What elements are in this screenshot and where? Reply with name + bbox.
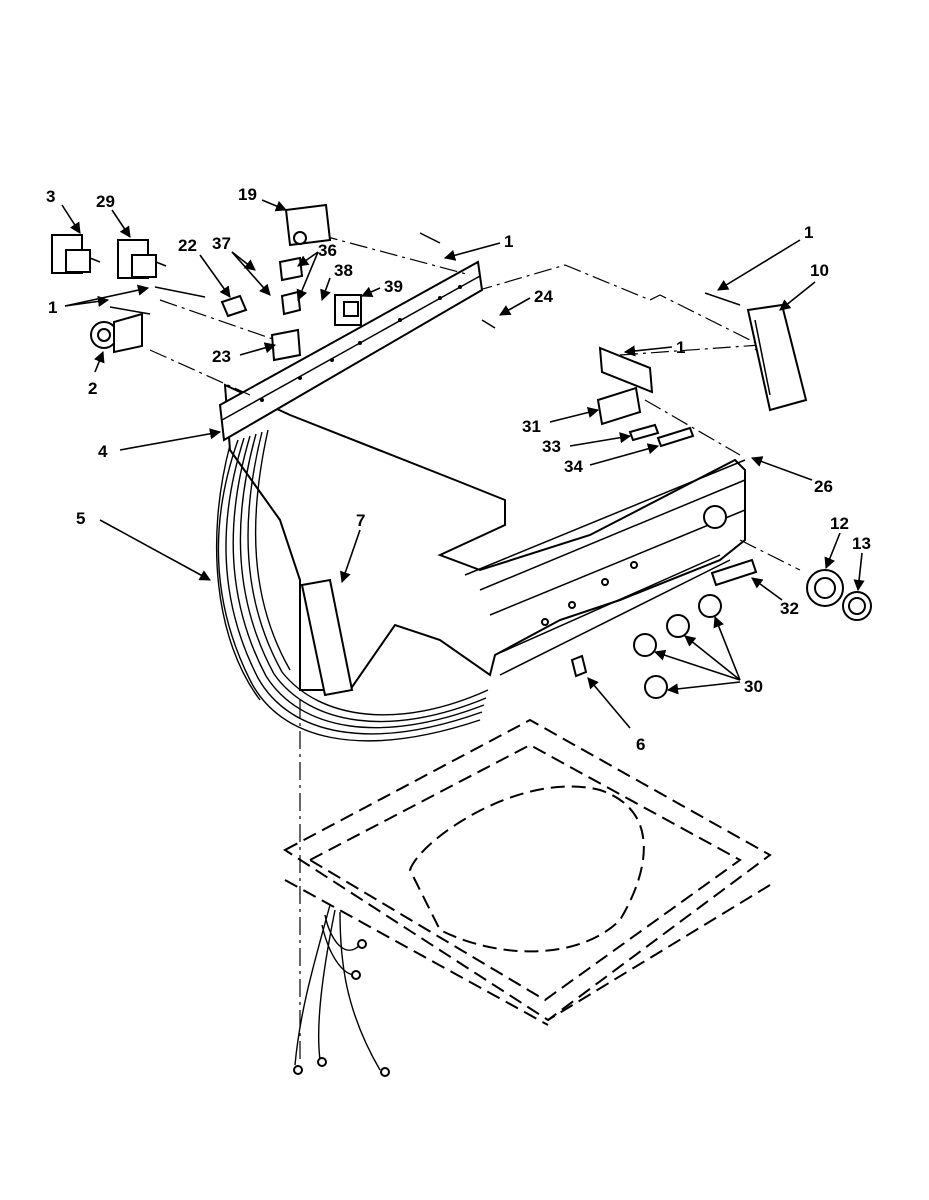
part-22-clip (220, 294, 248, 318)
screw-4 (481, 319, 496, 329)
callout-5: 5 (76, 509, 85, 528)
callout-7: 7 (356, 511, 365, 530)
mount-line-a (149, 349, 251, 396)
part-3-switch (51, 234, 101, 274)
part-34-lens (656, 426, 695, 448)
callout-labels: 3 29 19 1 1 10 22 37 36 38 39 24 1 1 23 … (46, 185, 871, 754)
callout-30: 30 (744, 677, 763, 696)
callout-39: 39 (384, 277, 403, 296)
callout-22: 22 (178, 236, 197, 255)
mount-line-e (644, 399, 741, 456)
part-39-switch (334, 294, 362, 326)
part-12-knob (806, 569, 844, 607)
part-33-insert (628, 423, 660, 442)
callout-6: 6 (636, 735, 645, 754)
part-30-knobs (633, 594, 722, 699)
screw-2 (154, 286, 206, 298)
callout-37: 37 (212, 234, 231, 253)
console-body (223, 383, 746, 691)
callout-31: 31 (522, 417, 541, 436)
mount-line-b (159, 299, 291, 346)
part-13-knob-cap (842, 591, 872, 621)
mount-line-c (319, 234, 471, 276)
callout-34: 34 (564, 457, 583, 476)
lower-wire-leads (293, 904, 390, 1077)
callout-23: 23 (212, 347, 231, 366)
part-10-board (746, 303, 808, 412)
cover-outline (444, 264, 762, 351)
part-23-connector (270, 328, 302, 362)
callout-1-b: 1 (804, 223, 813, 242)
wire-harness (215, 429, 489, 742)
part-36-plug (278, 256, 304, 282)
callout-4: 4 (98, 442, 108, 461)
callout-24: 24 (534, 287, 553, 306)
callout-32: 32 (780, 599, 799, 618)
callout-1-a: 1 (504, 232, 513, 251)
callout-1-d: 1 (676, 338, 685, 357)
part-32-lens (710, 558, 758, 587)
mount-line-f (739, 539, 801, 571)
part-29-switch (117, 239, 167, 279)
control-bracket (218, 260, 484, 442)
part-6-screw (570, 654, 588, 678)
screw-5 (704, 292, 741, 306)
cabinet-top-outline (283, 718, 772, 1026)
callout-38: 38 (334, 261, 353, 280)
part-7-panel (300, 578, 354, 697)
callout-19: 19 (238, 185, 257, 204)
part-37-plug (280, 290, 302, 316)
screw-3 (109, 306, 151, 315)
mount-line-d (619, 344, 761, 356)
screw-1 (419, 232, 441, 244)
callout-10: 10 (810, 261, 829, 280)
callout-2: 2 (88, 379, 97, 398)
callout-33: 33 (542, 437, 561, 456)
callout-1-c: 1 (48, 298, 57, 317)
callout-29: 29 (96, 192, 115, 211)
callout-26: 26 (814, 477, 833, 496)
part-31-bracket (596, 346, 654, 426)
callout-13: 13 (852, 534, 871, 553)
part-19-bracket (284, 203, 332, 247)
callout-36: 36 (318, 241, 337, 260)
part-2-pressure-switch (90, 312, 143, 354)
callout-12: 12 (830, 514, 849, 533)
callout-3: 3 (46, 187, 55, 206)
leader-lines (61, 199, 865, 729)
